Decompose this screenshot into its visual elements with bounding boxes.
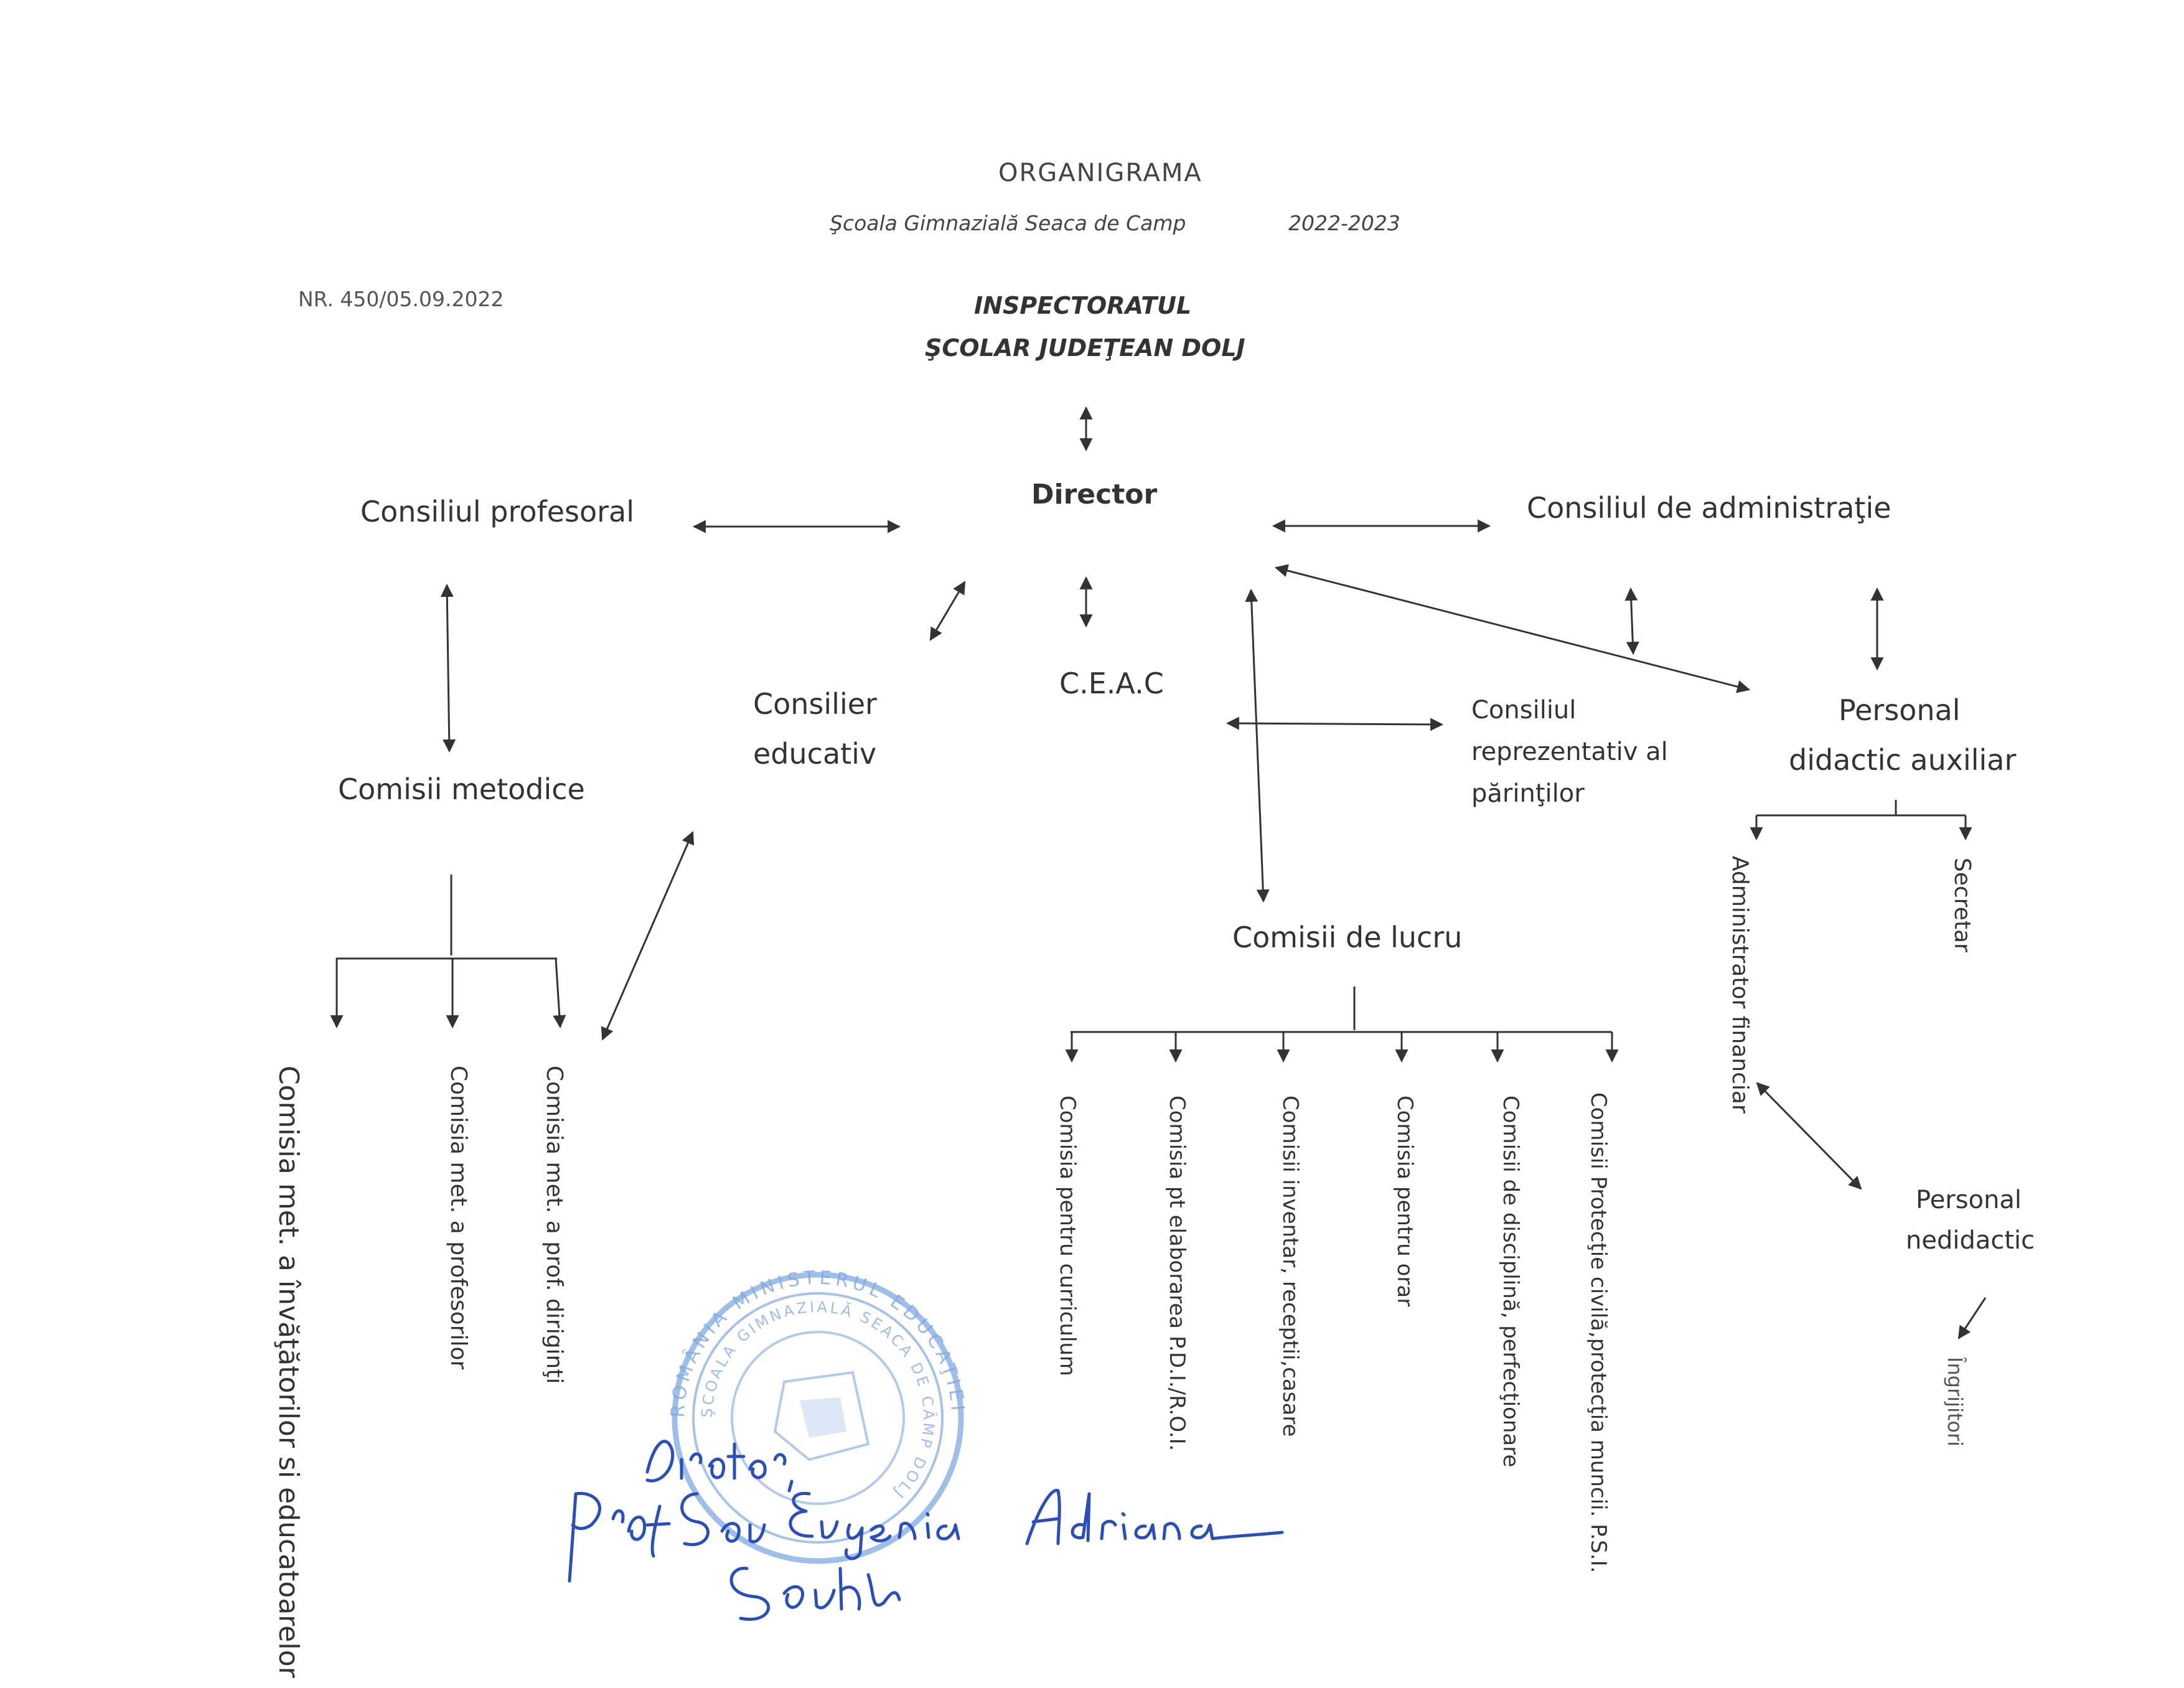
comisii-protectie-line1: Comisii Protecţie civilă,protecţia — [1586, 1092, 1611, 1433]
comisia-diriginti-line1: Comisia met. a prof. diriginţi — [541, 1066, 567, 1384]
arrow-director-auxiliar — [1274, 564, 1751, 693]
school-year: 2022-2023 — [1288, 211, 1400, 235]
comisii-inventar-leaf: Comisii inventar, receptii,casare — [1278, 1095, 1303, 1437]
consiliul-parinti-line1: Consiliul — [1471, 696, 1577, 724]
comisii-disciplina-line1: Comisii de disciplină, perfecţionare — [1498, 1095, 1523, 1468]
comisii-de-lucru-node: Comisii de lucru — [1232, 921, 1463, 954]
administrator-financiar-line2: financiar — [1727, 1015, 1753, 1114]
consilier-educativ-line2: educativ — [753, 737, 877, 771]
consilier-educativ-line1: Consilier — [753, 687, 877, 721]
comisii-protectie-line2: muncii. P.S.I. — [1586, 1439, 1611, 1573]
comisia-curriculum-leaf: Comisia pentru curriculum — [1055, 1095, 1080, 1376]
inspectorate-line1: INSPECTORATUL — [974, 292, 1192, 319]
ingrijitori-leaf: Îngrijitori — [1943, 1357, 1967, 1447]
administrator-financiar-line1: Administrator — [1727, 856, 1753, 1009]
administrator-financiar-leaf: Administrator financiar — [1727, 856, 1753, 1114]
comisii-metodice-node: Comisii metodice — [338, 772, 585, 806]
comisia-pdi-leaf: Comisia pt elaborarea P.D.I./R.O.I. — [1165, 1095, 1189, 1451]
arrow-director-comisii-lucru — [1245, 588, 1270, 903]
comisia-invatatori-leaf: Comisia met. a învăţătorilor si educatoa… — [273, 1066, 304, 1678]
comisia-diriginti-leaf: Comisia met. a prof. diriginţi — [541, 1066, 567, 1384]
director-node: Director — [1031, 479, 1158, 510]
document-number: NR. 450/05.09.2022 — [298, 287, 504, 311]
arrow-ceac-parinti — [1226, 716, 1444, 731]
comisia-profesori-leaf: Comisia met. a profesorilor — [446, 1066, 471, 1369]
comisia-invatatori-line1: Comisia met. a învăţătorilor — [273, 1066, 304, 1448]
comisia-pdi-line1: Comisia pt elaborarea P.D.I./R.O.I. — [1165, 1095, 1189, 1451]
consiliul-parinti-line3: părinţilor — [1471, 779, 1585, 808]
consiliul-parinti-line2: reprezentativ al — [1471, 738, 1668, 766]
personal-didactic-auxiliar-line1: Personal — [1839, 693, 1961, 727]
comisia-orar-leaf: Comisia pentru orar — [1392, 1095, 1417, 1306]
consiliul-profesoral-node: Consiliul profesoral — [360, 495, 635, 528]
arrow-auxiliar-nedidactic — [1756, 1082, 1862, 1190]
secretar-label: Secretar — [1949, 858, 1975, 952]
arrow-director-consilier — [929, 581, 966, 641]
inspectorate-line2: ŞCOLAR JUDEŢEAN DOLJ — [925, 334, 1245, 362]
comisia-invatatori-line2: si educatoarelor — [273, 1456, 304, 1678]
secretar-leaf: Secretar — [1949, 858, 1975, 952]
comisia-curriculum-line1: Comisia pentru curriculum — [1055, 1095, 1080, 1377]
page-title: ORGANIGRAMA — [998, 159, 1202, 187]
personal-nedidactic-line2: nedidactic — [1906, 1226, 2035, 1255]
comisia-orar-line1: Comisia pentru orar — [1392, 1095, 1417, 1307]
personal-didactic-auxiliar-line2: didactic auxiliar — [1789, 743, 2017, 777]
ingrijitori-label: Îngrijitori — [1943, 1357, 1967, 1447]
school-name: Şcoala Gimnazială Seaca de Camp — [830, 211, 1186, 235]
arrow-consilier-diriginti — [601, 831, 695, 1041]
comisii-disciplina-leaf: Comisii de disciplină, perfecţionare — [1498, 1095, 1523, 1467]
arrow-administratie-down — [1624, 587, 1639, 655]
comisii-inventar-line1: Comisii inventar, receptii,casare — [1278, 1095, 1303, 1437]
comisia-profesori-line1: Comisia met. a profesorilor — [446, 1066, 471, 1370]
metodice-drop-3 — [553, 958, 566, 1029]
comisii-protectie-leaf: Comisii Protecţie civilă,protecţia munci… — [1586, 1092, 1611, 1573]
consiliul-administratie-node: Consiliul de administraţie — [1527, 491, 1891, 525]
ceac-node: C.E.A.C — [1059, 667, 1164, 700]
arrow-nedidactic-ingrijitori — [1957, 1297, 1987, 1339]
arrow-profesoral-metodice — [440, 583, 456, 753]
personal-nedidactic-line1: Personal — [1916, 1186, 2022, 1214]
